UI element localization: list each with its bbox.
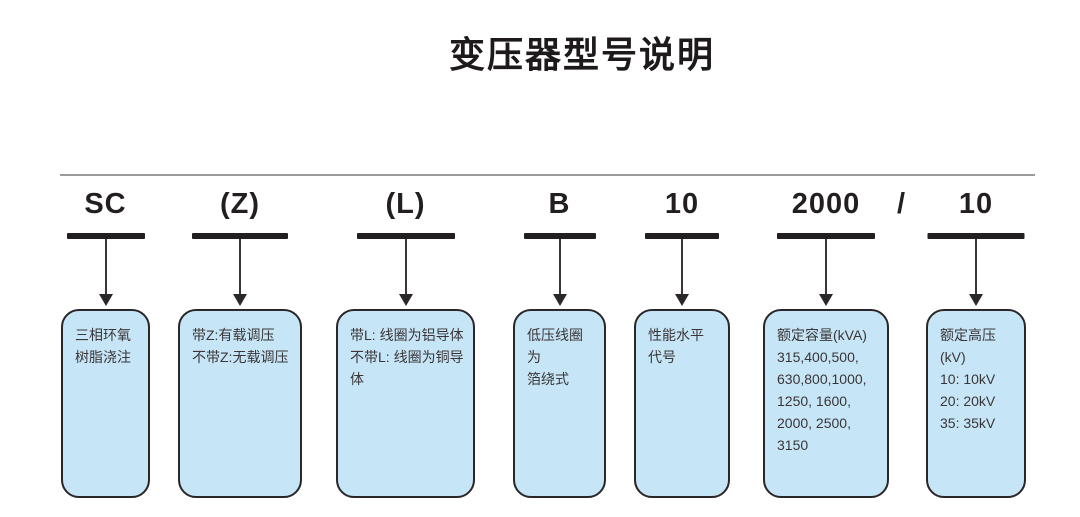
underline-bar (66, 233, 145, 239)
description-box: 额定高压(kV) 10: 10kV 20: 20kV 35: 35kV (926, 309, 1026, 498)
arrow-stem (404, 239, 407, 296)
arrow-down-icon (969, 294, 983, 306)
arrow-down-icon (819, 294, 833, 306)
underline-bar (356, 233, 455, 239)
underline-bar (777, 233, 875, 239)
description-box: 性能水平 代号 (634, 309, 730, 498)
description-box: 带L: 线圈为铝导体 不带L: 线圈为铜导体 (336, 309, 475, 498)
description-box: 额定容量(kVA) 315,400,500, 630,800,1000, 125… (763, 309, 889, 498)
description-box: 带Z:有载调压 不带Z:无载调压 (178, 309, 302, 498)
code-label: (L) (385, 188, 426, 220)
code-label: 10 (958, 188, 994, 220)
underline-bar (192, 233, 288, 239)
arrow-stem (104, 239, 107, 296)
arrow-stem (239, 239, 241, 296)
code-label: (Z) (219, 188, 261, 220)
code-label: B (548, 188, 571, 220)
arrow-down-icon (675, 294, 689, 306)
arrow-stem (825, 239, 827, 296)
horizontal-rule (60, 174, 1035, 176)
underline-bar (927, 233, 1025, 239)
description-box: 低压线圈为 箔绕式 (513, 309, 606, 498)
underline-bar (645, 233, 719, 239)
code-label: 2000 (791, 188, 861, 220)
arrow-stem (558, 239, 561, 296)
code-label: 10 (664, 188, 700, 220)
underline-bar (523, 233, 596, 239)
description-box: 三相环氧 树脂浇注 (61, 309, 150, 498)
arrow-stem (681, 239, 683, 296)
code-separator: / (896, 188, 906, 220)
arrow-down-icon (233, 294, 247, 306)
arrow-stem (975, 239, 977, 296)
page-title: 变压器型号说明 (448, 34, 716, 75)
arrow-down-icon (98, 294, 113, 306)
arrow-down-icon (552, 294, 567, 306)
code-label: SC (84, 188, 127, 220)
arrow-down-icon (398, 294, 413, 306)
